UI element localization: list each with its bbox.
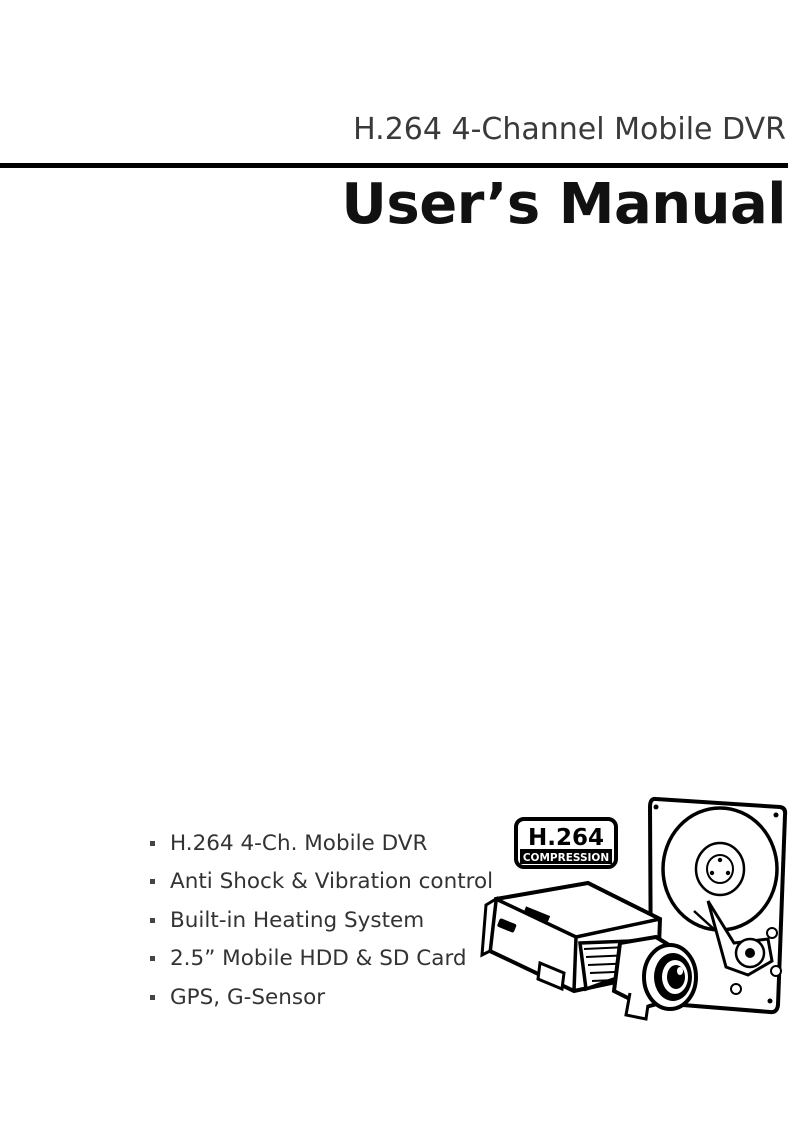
feature-label: 2.5” Mobile HDD & SD Card [170, 946, 467, 972]
product-subtitle: H.264 4-Channel Mobile DVR [353, 112, 786, 147]
document-title: User’s Manual [341, 172, 786, 237]
feature-item: GPS, G-Sensor [150, 978, 493, 1017]
bullet-icon [150, 840, 155, 846]
feature-item: 2.5” Mobile HDD & SD Card [150, 940, 493, 979]
feature-item: H.264 4-Ch. Mobile DVR [150, 824, 493, 863]
feature-item: Anti Shock & Vibration control [150, 863, 493, 902]
feature-item: Built-in Heating System [150, 901, 493, 940]
badge-caption: COMPRESSION [523, 852, 609, 864]
camera-icon [480, 880, 698, 1021]
product-illustration: H.264 COMPRESSION [480, 796, 788, 1021]
feature-label: H.264 4-Ch. Mobile DVR [170, 830, 428, 856]
feature-label: Anti Shock & Vibration control [170, 869, 494, 895]
bullet-icon [150, 956, 155, 962]
header-rule [0, 163, 788, 168]
feature-list: H.264 4-Ch. Mobile DVR Anti Shock & Vibr… [150, 824, 493, 1017]
h264-compression-badge: H.264 COMPRESSION [514, 817, 618, 869]
bullet-icon [150, 879, 155, 885]
feature-label: Built-in Heating System [170, 907, 425, 933]
bullet-icon [150, 994, 155, 1000]
feature-label: GPS, G-Sensor [170, 984, 326, 1010]
bullet-icon [150, 917, 155, 923]
badge-codec: H.264 [528, 825, 604, 851]
